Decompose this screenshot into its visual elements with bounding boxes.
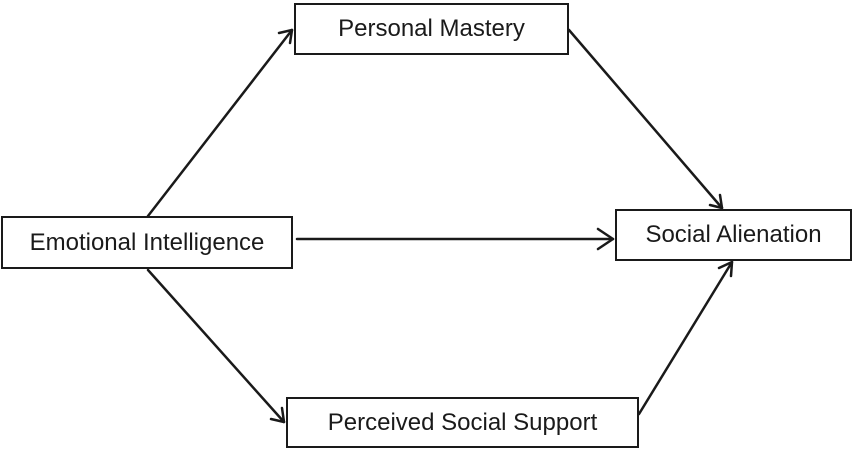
node-perceived-social-support: Perceived Social Support — [286, 397, 639, 448]
node-label: Social Alienation — [645, 221, 822, 248]
node-emotional-intelligence: Emotional Intelligence — [1, 216, 293, 269]
arrow-ei-to-personal-mastery — [146, 28, 294, 218]
arrow-personal-mastery-to-social-alienation — [567, 28, 724, 210]
arrowhead-social-alienation-bottom — [717, 260, 734, 278]
arrow-ei-to-perceived-social-support — [146, 268, 286, 424]
node-label: Emotional Intelligence — [29, 228, 265, 256]
node-label: Perceived Social Support — [327, 408, 598, 436]
arrowhead-social-alienation-top — [708, 193, 724, 210]
arrowhead-personal-mastery — [277, 28, 294, 45]
arrow-perceived-social-support-to-social-alienation — [637, 260, 734, 416]
arrowhead-social-alienation-direct — [596, 227, 615, 251]
node-social-alienation: Social Alienation — [615, 209, 852, 261]
node-personal-mastery: Personal Mastery — [294, 3, 569, 55]
node-label: Personal Mastery — [338, 15, 525, 42]
arrowhead-perceived-social-support — [269, 406, 286, 424]
